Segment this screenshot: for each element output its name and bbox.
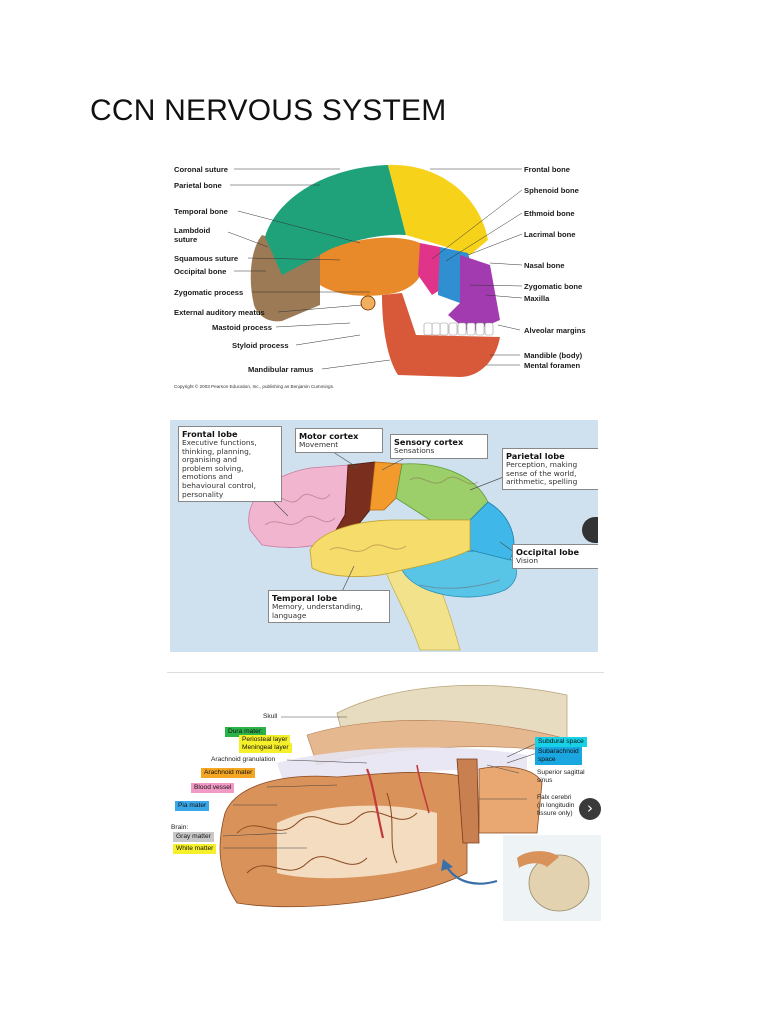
label-arachnoid-granulation: Arachnoid granulation	[211, 756, 276, 763]
brain-lobes-diagram: Frontal lobe Executive functions, thinki…	[170, 420, 598, 652]
parietal-bone-shape	[265, 165, 406, 275]
label-ethmoid-bone: Ethmoid bone	[524, 209, 575, 218]
label-mental-foramen: Mental foramen	[524, 361, 581, 370]
label-lambdoid-suture: Lambdoid suture	[174, 226, 211, 244]
label-mastoid-process: Mastoid process	[212, 323, 272, 332]
tag-white-matter: White matter	[173, 844, 217, 854]
white-matter-shape	[277, 805, 437, 879]
frontal-lobe-desc-4: problem solving,	[182, 463, 244, 473]
skull-diagram: Coronal suture Parietal bone Temporal bo…	[170, 155, 600, 395]
inset-skull-shape	[528, 854, 590, 912]
tag-dura-mater: Dura mater:	[225, 727, 266, 737]
frontal-bone-shape	[388, 164, 488, 255]
label-coronal-suture: Coronal suture	[174, 165, 229, 174]
temporal-lobe-title: Temporal lobe	[272, 593, 338, 603]
page-title: CCN NERVOUS SYSTEM	[90, 94, 447, 127]
brain-gyri-lines	[264, 476, 501, 589]
tag-gray-matter: Gray matter	[173, 832, 214, 842]
label-skull: Skull	[263, 713, 278, 720]
label-maxilla: Maxilla	[524, 294, 550, 303]
frontal-lobe-desc-3: organising and	[182, 455, 237, 465]
motor-cortex-box: Motor cortex Movement	[295, 428, 383, 453]
occipital-lobe-title: Occipital lobe	[516, 547, 580, 557]
label-temporal-bone: Temporal bone	[174, 207, 228, 216]
occipital-lobe-desc: Vision	[516, 556, 539, 565]
auditory-meatus-shape	[360, 295, 376, 311]
tag-subarachnoid-space: Subarachnoid space	[535, 747, 582, 765]
skull-leader-lines-left	[227, 168, 391, 370]
label-sphenoid-bone: Sphenoid bone	[524, 186, 579, 195]
tag-meningeal-layer: Meningeal layer	[239, 743, 292, 753]
falx-shape	[456, 758, 480, 844]
sensory-cortex-title: Sensory cortex	[394, 437, 464, 447]
motor-cortex-desc: Movement	[299, 440, 339, 449]
inset-brain-cut-shape	[517, 851, 559, 868]
occipital-lobe-box: Occipital lobe Vision	[512, 544, 598, 569]
label-lacrimal-bone: Lacrimal bone	[524, 230, 576, 239]
temporal-lobe-shape	[309, 519, 471, 577]
mandible-shape	[382, 293, 500, 377]
label-squamous-suture: Squamous suture	[174, 254, 239, 263]
occipital-lobe-shape	[469, 501, 515, 561]
skull-leader-lines-right	[430, 168, 523, 366]
parietal-lobe-desc-1: Perception, making	[506, 460, 578, 469]
parietal-lobe-desc-3: arithmetic, spelling	[506, 477, 578, 487]
temporal-lobe-desc-1: Memory, understanding,	[272, 602, 363, 611]
label-styloid-process: Styloid process	[232, 341, 289, 350]
frontal-lobe-title: Frontal lobe	[182, 429, 238, 439]
label-zygomatic-bone: Zygomatic bone	[524, 282, 583, 291]
tag-blood-vessel: Blood vessel	[191, 783, 235, 793]
tag-pia-mater: Pia mater	[175, 801, 210, 811]
label-parietal-bone: Parietal bone	[174, 181, 222, 190]
sensory-cortex-desc: Sensations	[394, 446, 435, 455]
skull-illustration	[227, 164, 523, 377]
parietal-lobe-box: Parietal lobe Perception, making sense o…	[502, 448, 598, 490]
label-mandibular-ramus: Mandibular ramus	[248, 365, 314, 374]
right-hemisphere-shape	[478, 766, 543, 834]
parietal-lobe-shape	[395, 463, 489, 521]
inset-arrow-shape	[446, 866, 498, 885]
skull-copyright: Copyright © 2003 Pearson Education, Inc.…	[174, 384, 335, 389]
sensory-cortex-shape	[369, 461, 403, 511]
label-falx-cerebri: Falx cerebri (in longitudin fissure only…	[537, 794, 575, 817]
meninges-leader-lines	[222, 716, 538, 849]
teeth	[423, 322, 494, 336]
next-slide-button[interactable]: ›	[579, 798, 601, 820]
parietal-lobe-title: Parietal lobe	[506, 451, 565, 461]
meninges-illustration	[219, 684, 601, 921]
frontal-lobe-desc-7: personality	[182, 489, 224, 499]
tag-subdural-space: Subdural space	[535, 737, 587, 747]
label-superior-sagittal-sinus: Superior sagittal sinus	[537, 769, 585, 784]
label-occipital-bone: Occipital bone	[174, 267, 227, 276]
frontal-lobe-box: Frontal lobe Executive functions, thinki…	[178, 426, 282, 503]
meninges-gyri-lines	[236, 792, 418, 874]
tag-arachnoid-mater: Arachnoid mater	[201, 768, 256, 778]
sensory-cortex-box: Sensory cortex Sensations	[390, 434, 488, 459]
frontal-lobe-desc-6: behavioural control,	[182, 480, 257, 490]
label-nasal-bone: Nasal bone	[524, 261, 565, 270]
frontal-lobe-desc-1: Executive functions,	[182, 438, 257, 447]
label-alveolar-margins: Alveolar margins	[524, 326, 586, 335]
meninges-diagram: Skull Dura mater: Periosteal layer Menin…	[167, 672, 604, 925]
blood-vessel-shape	[365, 768, 385, 839]
parietal-lobe-desc-2: sense of the world,	[506, 468, 577, 478]
label-brain: Brain:	[171, 824, 189, 831]
temporal-bone-shape	[320, 237, 425, 296]
maxilla-shape	[448, 255, 500, 333]
motor-cortex-title: Motor cortex	[299, 431, 359, 441]
temporal-lobe-desc-2: language	[272, 610, 307, 620]
label-external-auditory-meatus: External auditory meatus	[174, 308, 265, 317]
label-mandible-body: Mandible (body)	[524, 351, 583, 360]
frontal-lobe-desc-2: thinking, planning,	[182, 446, 252, 456]
label-frontal-bone: Frontal bone	[524, 165, 570, 174]
carousel-edge-handle[interactable]	[582, 517, 598, 543]
label-zygomatic-process: Zygomatic process	[174, 288, 244, 297]
temporal-lobe-box: Temporal lobe Memory, understanding, lan…	[268, 590, 390, 624]
frontal-lobe-desc-5: emotions and	[182, 472, 233, 482]
tag-periosteal-layer: Periosteal layer	[239, 735, 291, 745]
lobe-leader-lines	[273, 449, 515, 597]
